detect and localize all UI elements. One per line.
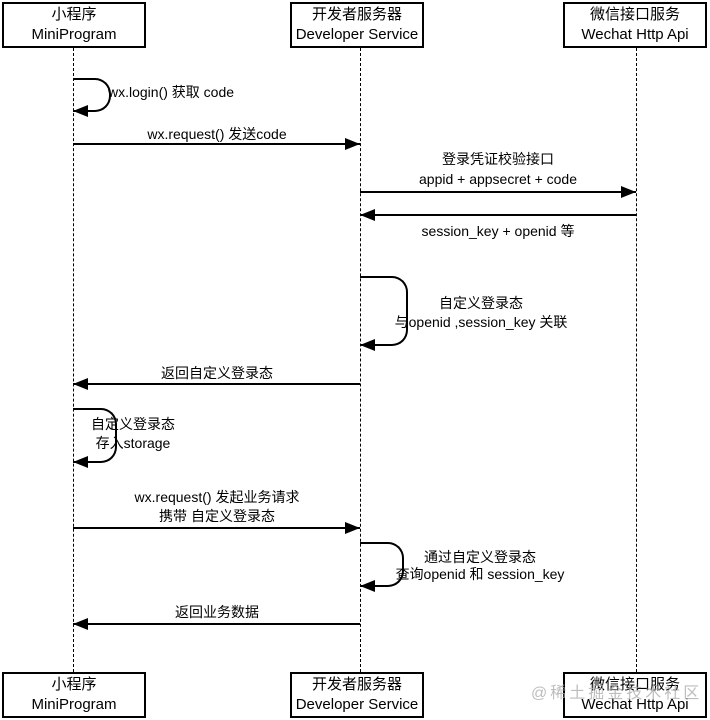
arrowhead-right-icon xyxy=(345,138,360,150)
actor-name-cn: 微信接口服务 xyxy=(589,676,680,693)
arrowhead-left-icon xyxy=(360,580,375,592)
actor-box-top-miniprogram: 小程序 MiniProgram xyxy=(2,2,146,48)
actor-name-en: Developer Service xyxy=(295,26,419,43)
actor-name-cn: 开发者服务器 xyxy=(311,676,402,693)
actor-box-top-wechat-api: 微信接口服务 Wechat Http Api xyxy=(563,2,707,48)
actor-name-cn: 小程序 xyxy=(51,6,97,23)
message-label-storage-2: 存入storage xyxy=(95,435,171,451)
message-label-return-data: 返回业务数据 xyxy=(175,604,259,620)
arrowhead-left-icon xyxy=(73,456,88,468)
message-label-code2session-2: appid + appsecret + code xyxy=(418,171,578,187)
message-arrow-code2session xyxy=(360,191,636,193)
arrowhead-left-icon xyxy=(73,378,88,390)
message-label-business-request-2: 携带 自定义登录态 xyxy=(159,508,275,524)
self-loop-wx-login xyxy=(73,78,111,112)
actor-name-cn: 小程序 xyxy=(51,676,97,693)
message-label-send-code: wx.request() 发送code xyxy=(147,126,287,142)
actor-box-top-developer-service: 开发者服务器 Developer Service xyxy=(290,2,424,48)
actor-name-en: Developer Service xyxy=(295,696,419,713)
message-label-query-2: 查询openid 和 session_key xyxy=(395,566,565,582)
message-label-custom-state-1: 自定义登录态 xyxy=(439,295,523,311)
lifeline-miniprogram xyxy=(73,48,74,672)
actor-name-en: MiniProgram xyxy=(31,26,117,43)
arrowhead-left-icon xyxy=(360,209,375,221)
actor-name-en: Wechat Http Api xyxy=(581,696,689,713)
arrowhead-left-icon xyxy=(73,105,88,117)
message-arrow-return-data xyxy=(73,623,360,625)
message-arrow-return-state xyxy=(73,383,360,385)
arrowhead-right-icon xyxy=(621,186,636,198)
message-label-return-state: 返回自定义登录态 xyxy=(161,365,273,381)
message-label-query-1: 通过自定义登录态 xyxy=(424,549,536,565)
lifeline-wechat-api xyxy=(636,48,637,672)
arrowhead-right-icon xyxy=(345,522,360,534)
actor-box-bottom-miniprogram: 小程序 MiniProgram xyxy=(2,672,146,718)
actor-name-en: Wechat Http Api xyxy=(581,26,689,43)
watermark: @稀土掘金技术社区 xyxy=(531,685,703,702)
message-label-business-request-1: wx.request() 发起业务请求 xyxy=(134,489,300,505)
actor-name-cn: 微信接口服务 xyxy=(589,6,680,23)
message-label-wx-login: wx.login() 获取 code xyxy=(108,84,235,100)
message-label-session-key: session_key + openid 等 xyxy=(421,223,575,239)
message-label-code2session-1: 登录凭证校验接口 xyxy=(442,151,554,167)
actor-name-en: MiniProgram xyxy=(31,696,117,713)
actor-name-cn: 开发者服务器 xyxy=(311,6,402,23)
arrowhead-left-icon xyxy=(73,618,88,630)
lifeline-developer-service xyxy=(360,48,361,672)
actor-box-bottom-wechat-api: 微信接口服务 Wechat Http Api xyxy=(563,672,707,718)
message-arrow-session-key xyxy=(360,214,636,216)
message-arrow-send-code xyxy=(73,143,360,145)
arrowhead-left-icon xyxy=(360,339,375,351)
message-label-custom-state-2: 与openid ,session_key 关联 xyxy=(394,314,568,330)
actor-box-bottom-developer-service: 开发者服务器 Developer Service xyxy=(290,672,424,718)
self-loop-query-openid xyxy=(360,542,404,587)
self-loop-custom-login-state xyxy=(360,276,408,346)
self-loop-store-storage xyxy=(73,408,117,463)
message-arrow-business-request xyxy=(73,527,360,529)
message-label-storage-1: 自定义登录态 xyxy=(91,416,175,432)
